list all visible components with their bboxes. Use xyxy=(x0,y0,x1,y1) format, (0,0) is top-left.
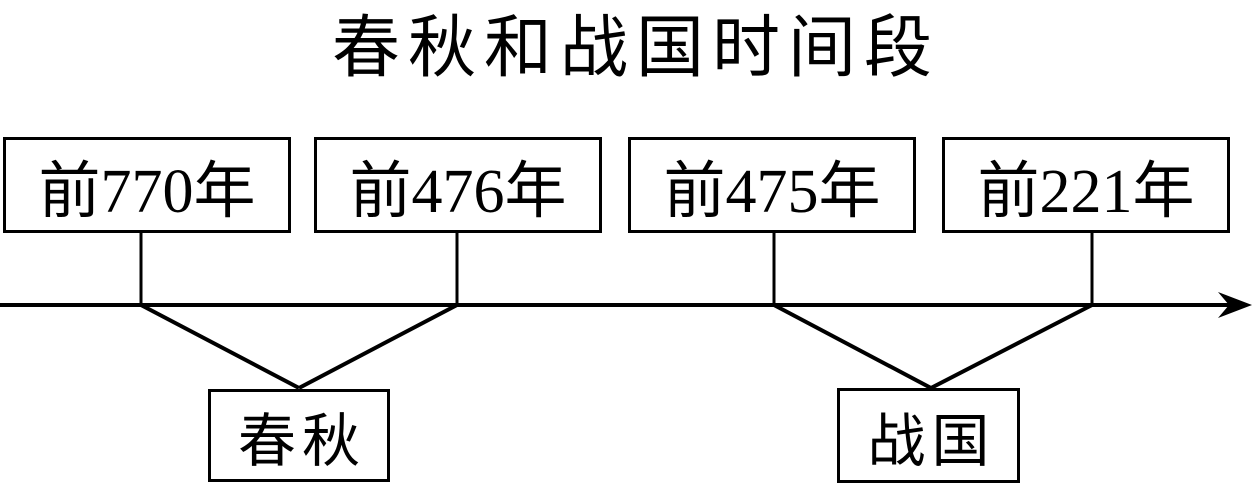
date-marker-box-221bc: 前221年 xyxy=(942,137,1230,233)
date-marker-label: 前770年 xyxy=(38,158,256,226)
date-marker-box-475bc: 前475年 xyxy=(628,137,916,233)
period-label: 春秋 xyxy=(237,408,366,474)
date-marker-label: 前476年 xyxy=(349,158,567,226)
date-marker-box-476bc: 前476年 xyxy=(314,137,602,233)
period-label: 战国 xyxy=(867,408,996,474)
date-marker-box-770bc: 前770年 xyxy=(3,137,291,233)
timeline-arrowhead-icon xyxy=(1218,292,1252,318)
brace-warring-states-right xyxy=(930,303,1093,390)
date-marker-label: 前475年 xyxy=(663,158,881,226)
period-box-warring-states: 战国 xyxy=(837,388,1020,483)
date-marker-label: 前221年 xyxy=(977,158,1195,226)
brace-spring-autumn-right xyxy=(298,303,458,390)
brace-spring-autumn-left xyxy=(140,303,300,390)
diagram-title: 春秋和战国时间段 xyxy=(331,10,940,86)
period-box-spring-autumn: 春秋 xyxy=(208,389,390,482)
brace-warring-states-left xyxy=(773,303,932,390)
